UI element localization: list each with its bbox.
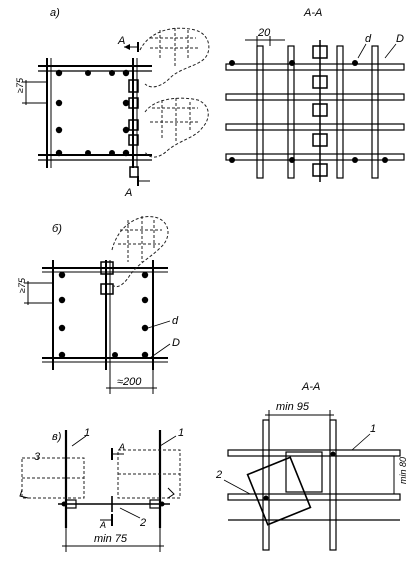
- section-mark-top: A: [117, 35, 125, 47]
- callout-1-right: 1: [178, 427, 184, 439]
- hand-outline-top: [139, 27, 210, 88]
- panel-a-clamps: [128, 79, 139, 178]
- dim-min-c: min 75: [94, 533, 128, 545]
- dim-pitch-a: ≥75: [15, 77, 25, 93]
- c-rod-v2: [329, 419, 337, 551]
- section-a: A-A: [225, 7, 405, 182]
- callout-2-c: 2: [139, 517, 146, 529]
- hand-grid-bottom: [150, 98, 200, 142]
- c-rotated-clamp: [246, 456, 312, 526]
- hand-grid-top: [150, 28, 200, 66]
- callout-1-c: 1: [370, 423, 376, 435]
- section-a-clamps: [312, 40, 328, 182]
- panel-b-dots: [58, 271, 149, 359]
- label-D-b: D: [172, 337, 180, 349]
- c-rod-v1: [262, 419, 270, 551]
- c-rod-h1: [227, 449, 401, 457]
- section-c: A-A min 95 min 80 1 2: [215, 381, 408, 551]
- b-clamp-1: [100, 261, 114, 275]
- hand-outline-bottom: [144, 97, 209, 158]
- section-a-title: A-A: [303, 7, 322, 19]
- panel-b: б) ≥75 d D ≈200: [17, 216, 180, 394]
- panel-c: в) 1 1 3 A A 2 min 75: [19, 427, 184, 552]
- dim-right-c: min 80: [398, 457, 408, 484]
- section-mark-bottom: A: [124, 187, 132, 199]
- callout-3: 3: [34, 451, 41, 463]
- panel-c-label: в): [52, 431, 62, 443]
- panel-a: a): [15, 7, 210, 199]
- label-d: d: [365, 33, 372, 45]
- dim-spacing-b: ≈200: [117, 376, 142, 388]
- callout-1-left: 1: [84, 427, 90, 439]
- b-hand-outline: [111, 216, 169, 288]
- section-mark-c-top: A: [118, 442, 125, 452]
- label-D: D: [396, 33, 404, 45]
- panel-a-label: a): [50, 7, 60, 19]
- panel-b-label: б): [52, 223, 62, 235]
- section-a-dots: [229, 60, 388, 163]
- section-c-title: A-A: [301, 381, 320, 393]
- panel-a-dots: [55, 69, 130, 157]
- section-mark-c-bottom: A: [99, 520, 106, 530]
- b-clamp-2: [100, 283, 114, 295]
- section-a-vertical-rods: [256, 45, 379, 179]
- dim-offset: 20: [257, 27, 271, 39]
- callout-2-sc: 2: [215, 469, 222, 481]
- dim-pitch-b: ≥75: [17, 277, 27, 293]
- dim-top-c: min 95: [276, 401, 310, 413]
- label-d-b: d: [172, 315, 179, 327]
- c-rod-h2: [227, 493, 401, 501]
- section-a-horizontal-rods: [225, 63, 405, 161]
